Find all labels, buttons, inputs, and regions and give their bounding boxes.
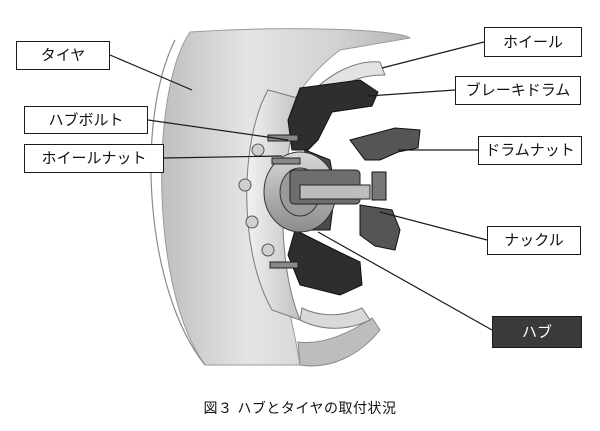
label-drum-nut: ドラムナット <box>478 136 582 165</box>
label-knuckle: ナックル <box>487 226 581 255</box>
label-wheel-nut: ホイールナット <box>24 144 164 173</box>
label-brake-drum: ブレーキドラム <box>455 76 581 105</box>
label-hub-bolt: ハブボルト <box>24 106 148 134</box>
leader-lines <box>109 41 493 331</box>
figure-caption: 図３ ハブとタイヤの取付状況 <box>203 401 397 417</box>
hub-bolt-shapes <box>267 134 301 269</box>
label-tire: タイヤ <box>16 41 110 70</box>
label-wheel: ホイール <box>484 27 582 57</box>
hub-shape <box>263 151 371 233</box>
knuckle-shape <box>349 127 421 251</box>
label-hub: ハブ <box>492 316 582 348</box>
